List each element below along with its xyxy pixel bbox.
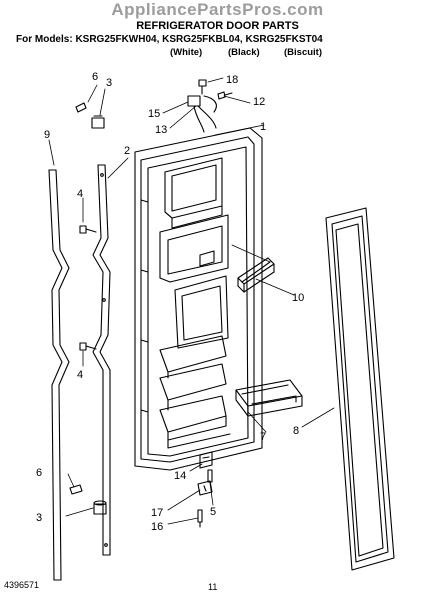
leader-lines bbox=[48, 77, 335, 525]
part-18-screw bbox=[198, 79, 207, 95]
part-6-3-bottom-hinge bbox=[69, 484, 107, 515]
part-4-screw-upper bbox=[79, 225, 97, 234]
part-13-15-wire-harness bbox=[187, 95, 217, 133]
callout-5: 5 bbox=[210, 506, 216, 518]
callout-16: 16 bbox=[151, 521, 163, 533]
callout-3-bottom: 3 bbox=[36, 512, 42, 524]
callout-18: 18 bbox=[226, 74, 238, 86]
callout-6-top: 6 bbox=[92, 71, 98, 83]
callout-1: 1 bbox=[260, 121, 266, 133]
part-12-screw bbox=[217, 91, 233, 100]
part-8-door-gasket bbox=[325, 207, 395, 571]
callout-8: 8 bbox=[293, 425, 299, 437]
variant-biscuit: (Biscuit) bbox=[284, 47, 322, 58]
callout-7: 7 bbox=[260, 431, 266, 443]
callout-4-upper: 4 bbox=[77, 188, 83, 200]
callout-17: 17 bbox=[151, 507, 163, 519]
callout-14: 14 bbox=[174, 470, 186, 482]
part-5-hinge-pin bbox=[207, 469, 213, 483]
callout-3-top: 3 bbox=[106, 77, 112, 89]
part-1-door-liner bbox=[134, 127, 263, 471]
callout-4-lower: 4 bbox=[77, 369, 83, 381]
part-17-hinge-bushing bbox=[197, 480, 213, 496]
variant-white: (White) bbox=[170, 47, 203, 58]
callout-6-bottom: 6 bbox=[36, 467, 42, 479]
callout-9: 9 bbox=[44, 129, 50, 141]
callout-10: 10 bbox=[292, 292, 304, 304]
part-16-screw bbox=[197, 509, 203, 528]
part-4-screw-lower bbox=[79, 342, 97, 351]
part-7-door-bin bbox=[235, 379, 303, 417]
callout-labels: 6 3 9 2 4 4 6 3 18 12 15 13 1 10 7 8 14 … bbox=[36, 71, 304, 533]
variant-black: (Black) bbox=[228, 47, 260, 58]
watermark-text: AppliancePartsPros.com bbox=[111, 0, 324, 19]
model-list: For Models: KSRG25FKWH04, KSRG25FKBL04, … bbox=[16, 34, 323, 45]
page-number: 11 bbox=[208, 582, 218, 592]
part-9-gasket-strip bbox=[48, 169, 70, 581]
document-number: 4396571 bbox=[4, 580, 40, 590]
part-10-trim-strip bbox=[237, 257, 275, 293]
diagram-title: REFRIGERATOR DOOR PARTS bbox=[136, 20, 299, 32]
callout-13: 13 bbox=[155, 124, 167, 136]
callout-12: 12 bbox=[253, 96, 265, 108]
part-6-3-top-hinge bbox=[75, 102, 105, 129]
callout-2: 2 bbox=[124, 145, 130, 157]
callout-15: 15 bbox=[148, 108, 160, 120]
part-14-bottom-hinge-bracket bbox=[199, 451, 213, 469]
part-2-trim-rail bbox=[92, 164, 111, 556]
